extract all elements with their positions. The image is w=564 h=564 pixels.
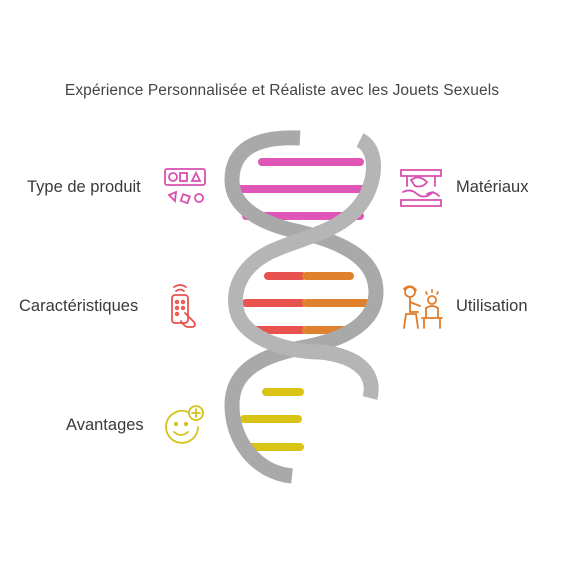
rungs-red-orange: [242, 272, 370, 334]
helix-strands: [224, 130, 384, 484]
label-caracteristiques: Caractéristiques: [19, 297, 139, 315]
label-type-de-produit: Type de produit: [27, 178, 141, 196]
label-avantages: Avantages: [66, 416, 144, 434]
materials-table-icon: [397, 166, 445, 215]
people-using-icon: [398, 284, 446, 335]
rungs-yellow: [240, 388, 304, 451]
strand-b: [228, 133, 381, 400]
diagram-title: Expérience Personnalisée et Réaliste ave…: [64, 82, 500, 99]
remote-control-icon: [167, 283, 203, 334]
label-materiaux: Matériaux: [456, 178, 529, 196]
shapes-icon: [164, 168, 206, 215]
strand-a: [224, 130, 384, 484]
label-utilisation: Utilisation: [456, 297, 528, 315]
smiley-plus-icon: [162, 403, 206, 452]
